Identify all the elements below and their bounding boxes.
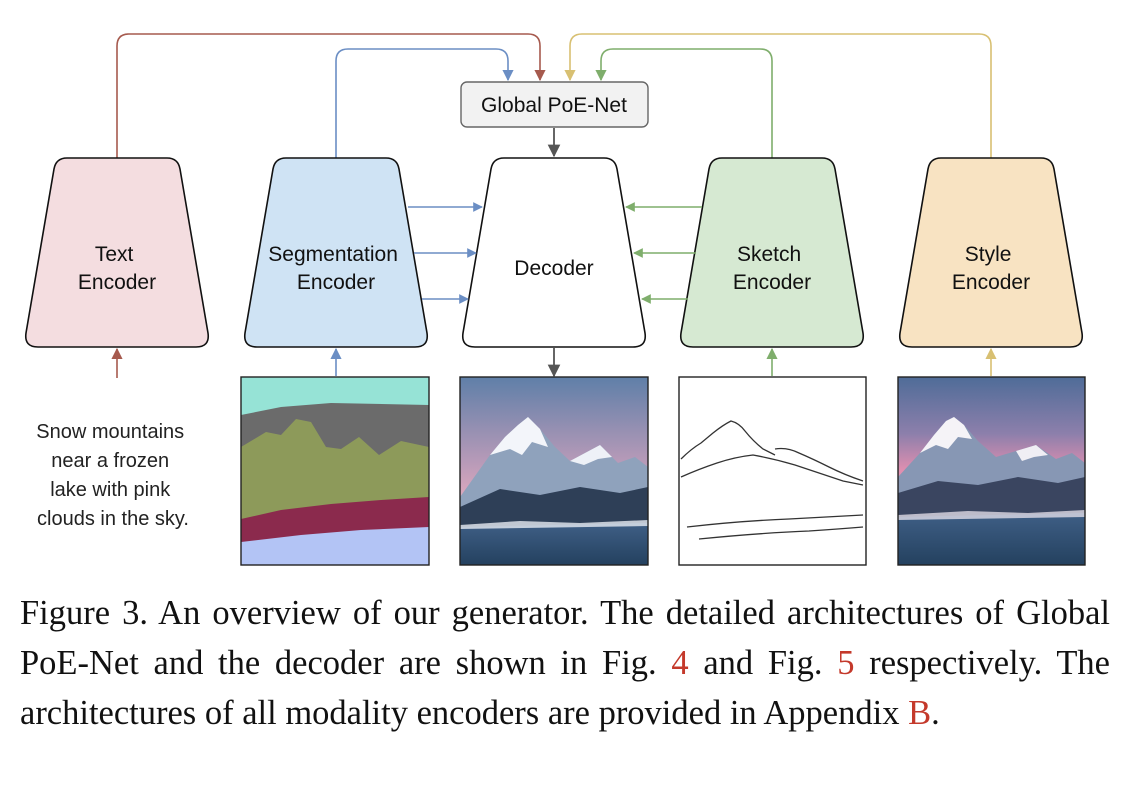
figure-4-link[interactable]: 4 <box>671 644 689 682</box>
global-poe-net-box <box>460 81 649 128</box>
decoder-shape <box>461 157 647 348</box>
segmentation-map-image <box>240 376 430 566</box>
decoder-label: Decoder <box>514 257 593 280</box>
decoder-output-image <box>459 376 649 566</box>
sketch-encoder-label: Sketch Encoder <box>733 243 811 294</box>
text-encoder-shape <box>24 157 210 348</box>
segmentation-to-poe-arrow <box>335 48 514 158</box>
generator-diagram: Global PoE-Net Text Encoder Segmentation… <box>24 33 1086 566</box>
caption-text-1: Figure 3. An overview of our generator. … <box>20 594 1110 682</box>
text-prompt: Snow mountains near a frozen lake with p… <box>36 421 189 530</box>
style-encoder-label: Style Encoder <box>952 243 1030 294</box>
caption-text-2: and Fig. <box>688 644 838 682</box>
figure-caption: Figure 3. An overview of our generator. … <box>20 588 1110 738</box>
segmentation-encoder-label: Segmentation Encoder <box>268 243 403 294</box>
caption-text-3: respectively. The architectures of all m… <box>20 644 1110 732</box>
style-to-poe-arrow <box>564 33 992 158</box>
sketch-to-poe-arrow <box>595 48 773 158</box>
text-to-poe-arrow <box>116 33 546 158</box>
appendix-b-link[interactable]: B <box>908 694 932 732</box>
text-encoder-label: Text Encoder <box>78 243 156 294</box>
sketch-image <box>678 376 867 566</box>
sketch-encoder-shape <box>679 157 865 348</box>
style-encoder-shape <box>898 157 1084 348</box>
segmentation-encoder-shape <box>243 157 429 348</box>
style-reference-image <box>897 376 1086 566</box>
global-poe-net-label: Global PoE-Net <box>481 94 627 117</box>
caption-text-4: . <box>931 694 940 732</box>
figure-5-link[interactable]: 5 <box>837 644 855 682</box>
